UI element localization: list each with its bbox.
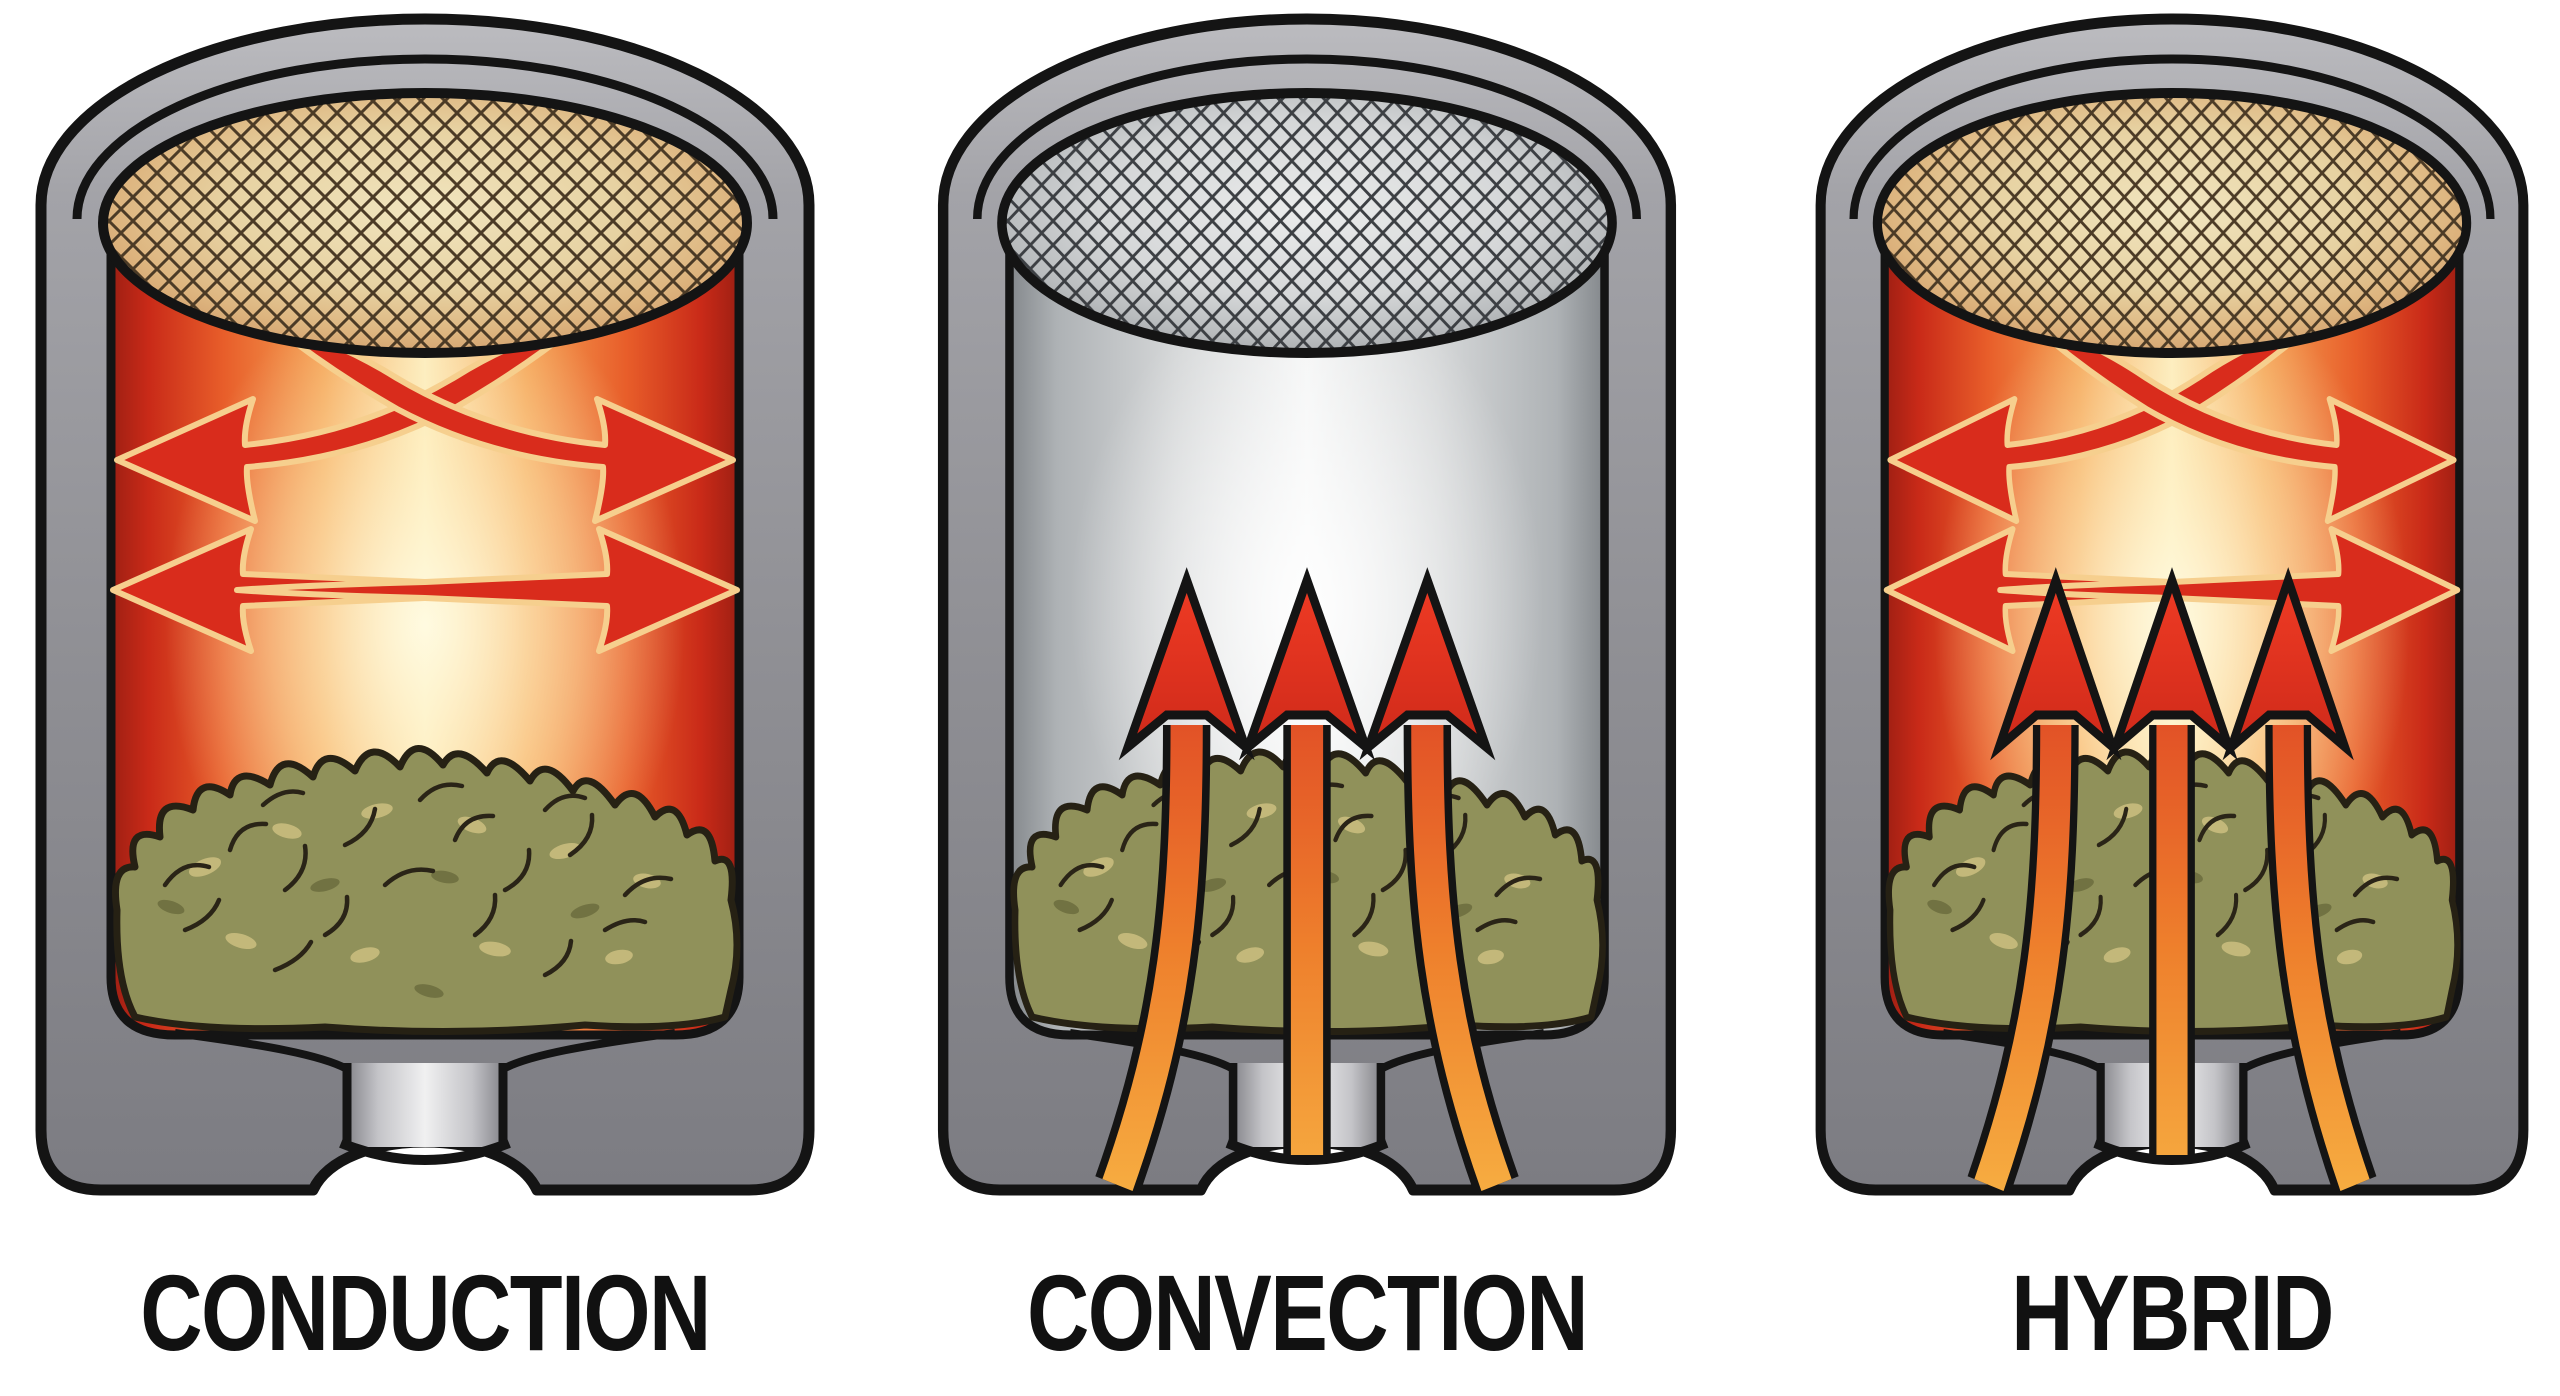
panel-conduction <box>25 5 825 1205</box>
convection-chamber-illustration <box>928 5 1686 1205</box>
conduction-label: CONDUCTION <box>140 1252 711 1373</box>
mesh-screen <box>1872 88 2472 358</box>
convection-label: CONVECTION <box>1026 1252 1589 1373</box>
hybrid-chamber-illustration <box>1806 5 2538 1205</box>
panel-hybrid <box>1806 5 2538 1205</box>
hybrid-label: HYBRID <box>2011 1252 2334 1373</box>
mesh-screen <box>997 88 1617 358</box>
conduction-chamber-illustration <box>25 5 825 1205</box>
panel-convection <box>928 5 1686 1205</box>
mesh-screen <box>98 88 752 358</box>
